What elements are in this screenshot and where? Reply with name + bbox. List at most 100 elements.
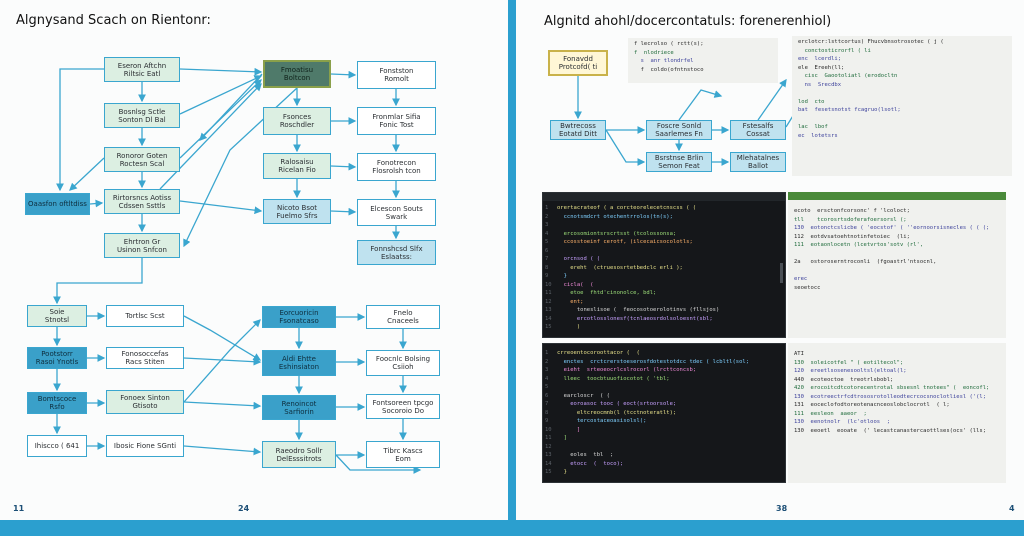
flowchart-connector-arrow [183,445,262,456]
pseudocode-block-b: erclotcr:lsttcortus) Fhucvbnsotrosotec (… [792,36,1012,176]
line-number: 5 [545,384,549,390]
flowchart-connector-arrow [89,199,104,208]
code-4-line: 130 eeoetl eooate (' lecastcanastercaott… [794,427,987,434]
line-number: 11 [545,290,552,296]
flowchart-connector-arrow [183,315,262,361]
flowchart-connector-arrow [159,83,262,190]
flowchart-box-c2: Fronmlar Sifia Fonic Tost [357,107,436,135]
code-2-line: 112 eotdvsatoehtnotinfetoiec (li; [794,233,910,240]
code-3-line: } [557,469,567,475]
code-3-line: eltcreocmnb(l (tcctnoteratlt); [557,409,677,416]
flowchart-box-f3: Renoincot Sarfiorin [262,395,336,420]
flowchart-connector-arrow [183,357,262,366]
pseudocode-a-line: f lecrolso ( rctt(s); [634,41,704,47]
code-4-line: 420 erocoitcdtcotorecentrotal sbsesnl tn… [794,385,990,391]
code-editor-panel-3: crreoentocoroottacor ( (1 enctes crctcre… [542,343,786,483]
flowchart-box-f4: Raeodro Sollr DelEsssitrots [262,441,336,468]
right-page-number-2: 4 [1009,504,1015,513]
code-1-line: ccnotsmdcrt otechentrrolos(tn(s); [557,213,673,220]
line-number: 2 [545,358,549,365]
pseudocode-b-line: lac lbof [798,124,828,130]
flowchart-box-c4: Elcescon Souts Swark [357,199,436,226]
code-4-line: 130 soleicotfel " ( eotiltecol"; [794,359,904,366]
line-number: 8 [545,264,549,271]
code-3-line: crreoentocoroottacor ( ( [557,350,640,356]
flowchart-box-a5: Ehrtron Gr Usinon Snfcon [104,233,180,258]
code-1-line: ereht (ctruesosrtetbedclc erli ); [557,264,683,271]
code-3-line: lleec toocbtuuofiocotot ( 'tbl; [557,375,670,382]
flowchart-box-e4: Ibosic Fione SGnti [106,435,184,457]
right-page-number-1: 38 [776,504,788,513]
pseudocode-b-line: lod cto [798,98,825,105]
flowchart-box-d3: Bomtscoce Rsfo [27,392,87,414]
code-3-line: eoles tbl ; [557,452,614,458]
flowchart-box-e2: Fonosoccefas Racs Stiten [106,347,184,369]
code-2-line: seoetocc [794,284,821,291]
pseudocode-b-line: ns Srecdbx [798,81,842,88]
flowchart-connector-arrow [179,79,262,159]
code-3-line: tercostaceoasisolsl(; [557,418,647,424]
flowchart-box-d4: Ihiscco ( 641 [27,435,87,457]
code-4-line: 130 eenotnolr (lc'otloos ; [794,419,891,425]
flowchart-box-d1: Soie Stnotsl [27,305,87,327]
code-1-line: ent; [557,298,584,305]
flowchart-box-a1: Eseron Aftchn Riltsic Eatl [104,57,180,82]
code-2-line: erec [794,276,808,282]
pseudocode-b-line: ec lotetsrs [798,132,838,139]
code-3-line: eieht srteoeocrlcslrocorl (lrcttconcsb; [557,367,697,373]
flowchart-box-d2: Pootstorr Rasoi Ynotls [27,347,87,369]
code-3-line: enctes crctcrerstoeserosfdotestotdcc tde… [557,358,750,365]
code-1-line: ercosomiontsrscrtsst (tcolossonsa; [557,230,677,237]
flowchart-connector-arrow [330,70,357,79]
line-number: 12 [545,443,552,450]
line-number: 4 [545,230,549,237]
pseudocode-block-a: f lecrolso ( rctt(s);f nlodriece s anr t… [628,38,778,83]
code-2-line: 2a ostoroserntroconli (fgoastrl'ntsocnl, [794,259,937,265]
code-1-line: orcnsod ( ( [557,256,601,262]
flowchart-box-b3: Ralosaisu Ricelan Fio [263,153,331,179]
code-3-line: eoroasoc tooc ( eoct(srtoorsole; [557,401,677,407]
code-2-line [794,251,801,258]
code-1-line: ) [557,324,581,330]
diagram-box-r2: Bwtrecoss Eotatd Ditt [550,120,606,140]
code-1-line: ercotlosslonesf(tcnlaeosrdolsoloesnt(sbl… [557,315,713,322]
left-page-title: Algnysand Scach on Rientonr: [16,13,211,28]
code-1-line: toneslisoe ( feocosotoerolotinvs (fllsjo… [557,307,720,313]
line-number: 5 [545,239,549,245]
pseudocode-a-line: f nlodriece [634,49,674,56]
line-number: 13 [545,452,552,458]
flowchart-connector-arrow [56,68,104,192]
code-2-line: 111 eotaonlocetn (lcetvrtos'sotv (rl', [794,242,924,248]
flowchart-box-e3: Fonoex Sinton Gtisoto [106,390,184,414]
pseudocode-b-line: conctosticrorfl ( li [798,47,871,54]
line-number: 13 [545,307,552,313]
diagram-box-r1: Fonavdd Protcofd( ti [548,50,608,76]
pseudocode-b-line: cisc Gaootoliatl (erodocltn [798,73,898,79]
left-page-number-2: 24 [238,504,250,513]
flowchart-connector-arrow [69,157,105,191]
editor-tab-bar [543,344,785,352]
code-editor-panel-2: ecoto ersctonfcorsonc' f 'lcoloct;tll tc… [788,192,1006,338]
code-4-line: 120 ereetlsosenesooltsl(eltoal(l; [794,368,907,374]
flowchart-connector-arrow [179,200,263,215]
line-number: 6 [545,392,549,399]
line-number: 10 [545,426,552,433]
code-4-line: 440 ecoteoctoe treotrlsbobl; [794,376,894,383]
flowchart-connector-arrow [183,401,262,410]
diagram-box-r6: Mlehatalnes Ballot [730,152,786,172]
flowchart-connector-arrow [179,67,263,76]
editor-tab-bar [788,192,1006,200]
line-number: 11 [545,435,552,441]
flowchart-box-side: Oaasfon oftltdiss [25,193,90,215]
editor-scrollbar[interactable] [780,263,783,283]
code-1-line: cicla( ( [557,281,594,288]
line-number: 6 [545,247,549,254]
line-number: 3 [545,222,549,228]
line-number: 14 [545,315,552,322]
diagram-box-r5: Bsrstnse Brlin Semon Feat [646,152,712,172]
line-number: 3 [545,367,549,373]
flowchart-box-a4: Rirtorsncs Aotiss Cdssen Ssttls [104,189,180,214]
flowchart-connector-arrow [330,162,357,171]
code-1-line: ccosstoeinf cerotf, (ilcecaicsocolotls; [557,239,693,245]
code-2-line: tll tcorosrtsdoferafoersorsl (; [794,216,907,223]
